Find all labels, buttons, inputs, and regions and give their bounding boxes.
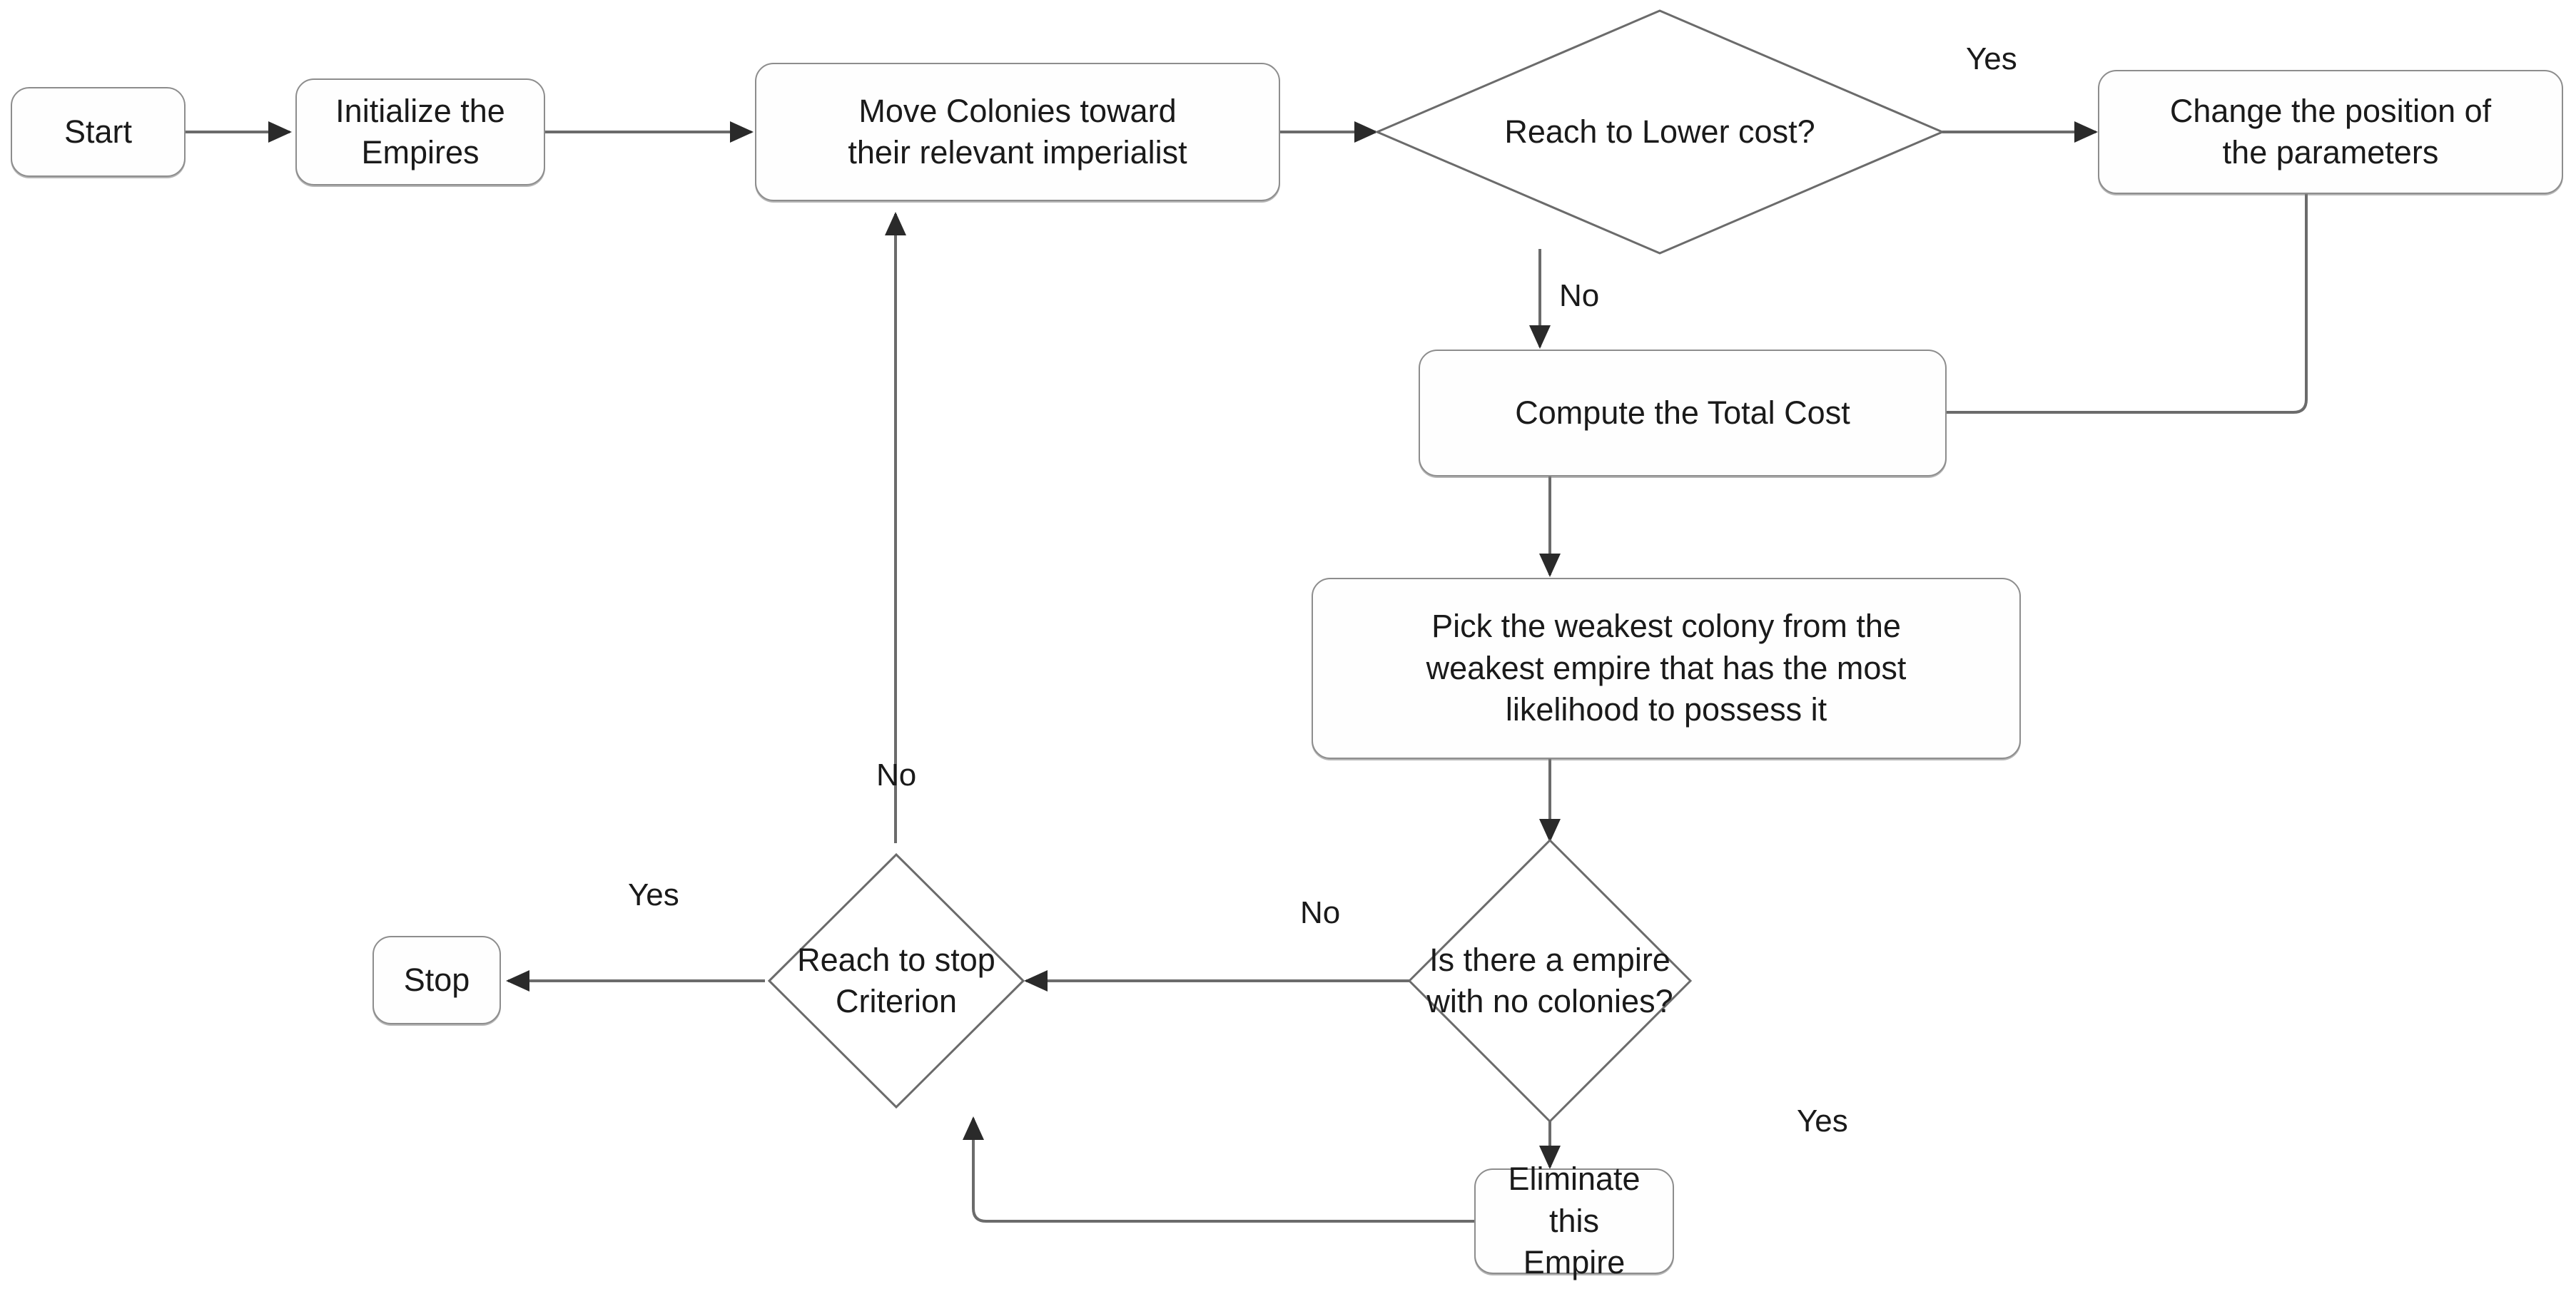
diamond-reach-lower-cost — [1374, 9, 1945, 255]
node-reach-stop-criterion[interactable]: Reach to stop Criterion — [769, 855, 1023, 1107]
node-reach-lower-cost[interactable]: Reach to Lower cost? — [1377, 11, 1942, 253]
node-stop[interactable]: Stop — [372, 936, 501, 1024]
node-pick-weakest-colony[interactable]: Pick the weakest colony from the weakest… — [1312, 578, 2021, 759]
node-empire-no-colonies[interactable]: Is there a empire with no colonies? — [1409, 840, 1690, 1121]
edge-label-lower-cost-no: No — [1559, 278, 1600, 313]
node-initialize-empires-label: Initialize the Empires — [335, 92, 505, 171]
node-eliminate-empire-label: Eliminate this Empire — [1508, 1161, 1641, 1281]
node-eliminate-empire[interactable]: Eliminate this Empire — [1474, 1161, 1674, 1280]
node-start-label: Start — [64, 113, 133, 150]
edge-label-lower-cost-yes: Yes — [1966, 41, 2017, 76]
edge-label-stop-criterion-yes: Yes — [628, 877, 679, 912]
node-change-position-label: Change the position of the parameters — [2169, 92, 2492, 171]
node-stop-label: Stop — [403, 961, 470, 998]
edge-change-to-compute — [1710, 194, 2308, 423]
diamond-reach-stop-criterion — [767, 852, 1025, 1109]
diamond-empire-no-colonies — [1407, 838, 1693, 1124]
edge-eliminate-to-stopcriterion — [963, 1116, 1474, 1223]
node-move-colonies[interactable]: Move Colonies toward their relevant impe… — [755, 63, 1280, 201]
node-compute-total-cost-label: Compute the Total Cost — [1515, 394, 1850, 431]
node-move-colonies-label: Move Colonies toward their relevant impe… — [848, 92, 1187, 171]
node-reach-lower-cost-label: Reach to Lower cost? — [1504, 113, 1815, 150]
node-empire-no-colonies-label: Is there a empire with no colonies? — [1426, 941, 1673, 1020]
edge-label-stop-criterion-no: No — [876, 758, 917, 793]
node-change-position[interactable]: Change the position of the parameters — [2098, 70, 2563, 194]
edge-label-no-colonies-no: No — [1300, 895, 1341, 930]
node-compute-total-cost[interactable]: Compute the Total Cost — [1419, 350, 1947, 477]
edge-label-no-colonies-yes: Yes — [1797, 1104, 1848, 1138]
node-start[interactable]: Start — [11, 87, 186, 177]
node-pick-weakest-colony-label: Pick the weakest colony from the weakest… — [1426, 608, 1907, 728]
node-reach-stop-criterion-label: Reach to stop Criterion — [797, 941, 995, 1020]
node-initialize-empires[interactable]: Initialize the Empires — [295, 78, 545, 185]
